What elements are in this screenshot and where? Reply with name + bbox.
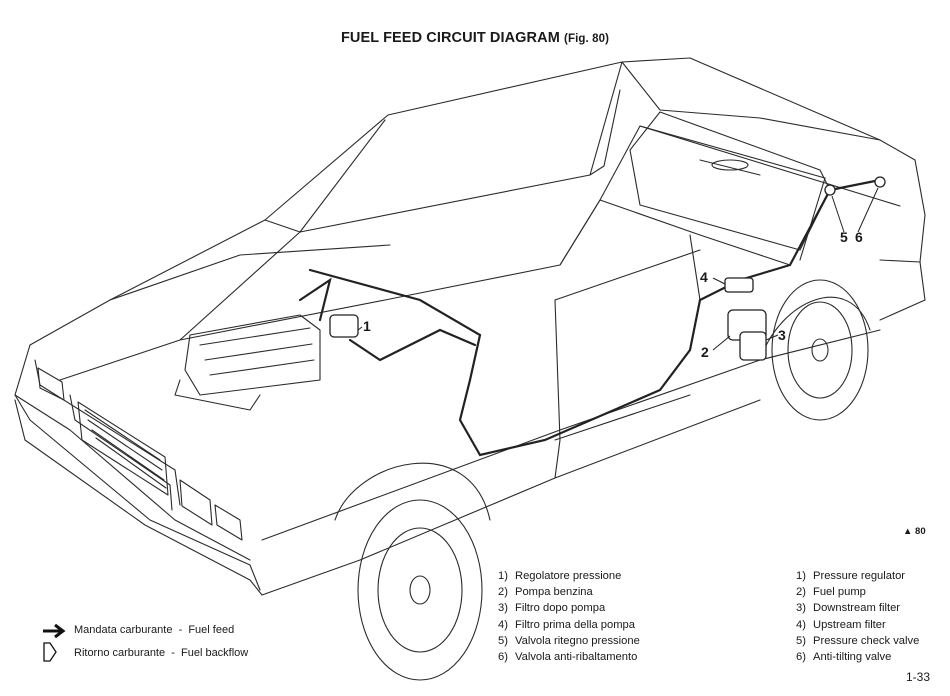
pressure-regulator-shape <box>329 314 359 338</box>
flow-key-feed: Mandata carburante - Fuel feed <box>40 624 234 636</box>
flow-key-backflow-label: Ritorno carburante - Fuel backflow <box>74 647 249 659</box>
anti-tilting-valve-shape <box>874 176 886 188</box>
legend-item: 2)Pompa benzina <box>498 586 593 599</box>
callout-5: 5 <box>840 229 848 245</box>
callout-4: 4 <box>700 269 708 285</box>
fuel-components <box>329 176 886 361</box>
legend-item: 1)Regolatore pressione <box>498 570 622 582</box>
callout-6: 6 <box>855 229 863 245</box>
legend-item: 6)Valvola anti-ribaltamento <box>498 651 638 664</box>
legend-item: 2)Fuel pump <box>796 586 866 599</box>
page-number: 1-33 <box>906 670 931 684</box>
legend-italian: 1)Regolatore pressione 2)Pompa benzina 3… <box>498 568 640 665</box>
car-body-outline <box>14 57 926 681</box>
legend-item: 5)Valvola ritegno pressione <box>498 634 640 647</box>
flow-key-icons <box>43 623 66 662</box>
backflow-arrow-icon <box>43 642 57 662</box>
callout-1: 1 <box>363 318 371 334</box>
downstream-filter-shape <box>739 331 767 361</box>
figure-reference: ▲ 80 <box>903 526 926 537</box>
legend-item: 5)Pressure check valve <box>796 634 920 647</box>
title-main: FUEL FEED CIRCUIT DIAGRAM <box>340 30 560 46</box>
legend-item: 1)Pressure regulator <box>796 570 906 582</box>
callout-2: 2 <box>701 344 709 360</box>
legend-item: 3)Filtro dopo pompa <box>498 602 606 615</box>
callout-leaders <box>357 187 879 351</box>
flow-key-feed-label: Mandata carburante - Fuel feed <box>74 624 235 636</box>
feed-arrow-icon <box>43 623 66 639</box>
diagram-title: FUEL FEED CIRCUIT DIAGRAM (Fig. 80) <box>0 30 950 46</box>
legend-item: 6)Anti-tilting valve <box>796 651 892 664</box>
legend-english: 1)Pressure regulator 2)Fuel pump 3)Downs… <box>796 568 919 665</box>
fuel-lines <box>298 178 882 457</box>
legend-item: 4)Upstream filter <box>796 618 886 631</box>
flow-key-backflow: Ritorno carburante - Fuel backflow <box>40 647 248 659</box>
legend-item: 3)Downstream filter <box>796 602 901 615</box>
title-fig-ref: (Fig. 80) <box>564 33 610 45</box>
pressure-check-valve-shape <box>824 184 836 196</box>
legend-item: 4)Filtro prima della pompa <box>498 618 636 631</box>
upstream-filter-shape <box>724 277 754 293</box>
callout-3: 3 <box>778 327 786 343</box>
